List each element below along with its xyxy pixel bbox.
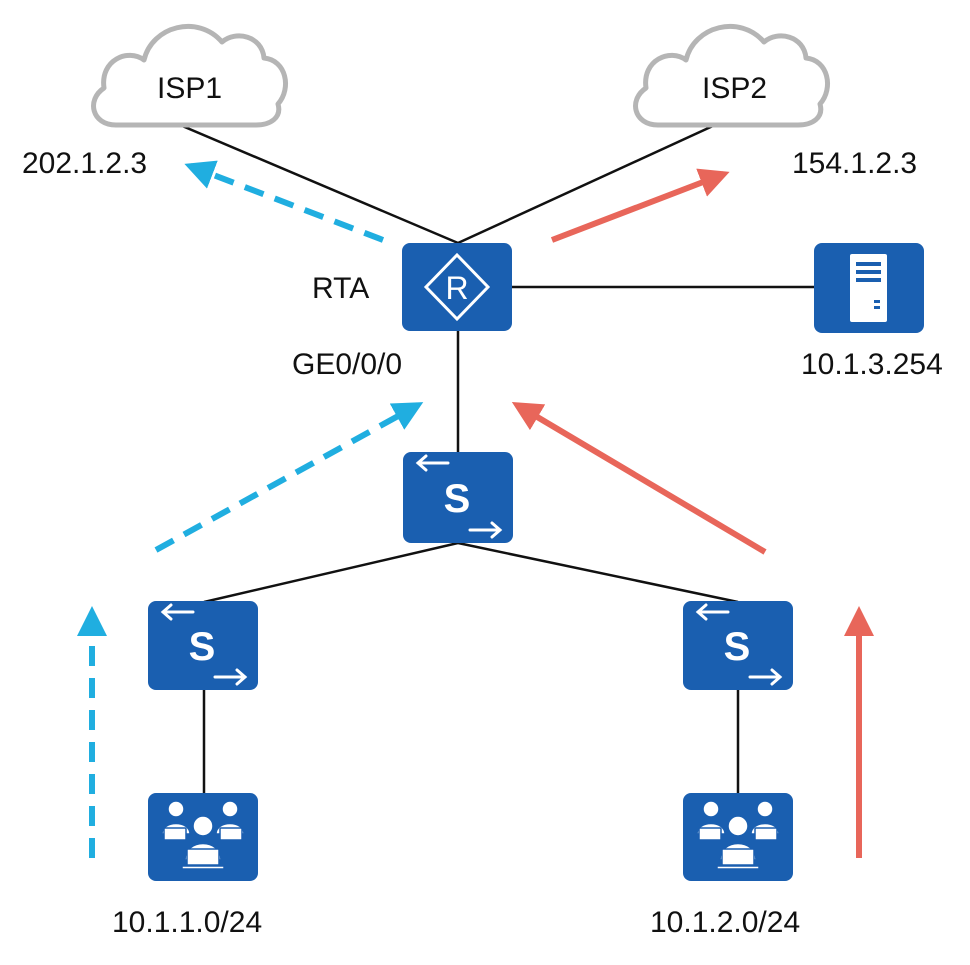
router-rta: R: [402, 243, 512, 331]
switch-icon: [695, 603, 783, 686]
router-label: RTA: [312, 272, 370, 305]
server-icon: [850, 254, 887, 322]
isp1-address: 202.1.2.3: [22, 147, 148, 180]
core-switch: S: [403, 452, 513, 543]
router-interface-label: GE0/0/0: [292, 348, 403, 381]
server-address: 10.1.3.254: [801, 348, 943, 381]
server-node: [814, 243, 924, 333]
flow-arrow: [154, 402, 424, 553]
subnet-left-label: 10.1.1.0/24: [112, 906, 263, 939]
users-left-node: [148, 793, 258, 881]
links: [179, 123, 814, 793]
cloud-icon: [633, 23, 830, 128]
link-core-left-switch: [203, 541, 459, 604]
flow-arrow: [184, 160, 385, 243]
link-isp1-rta: [179, 123, 459, 245]
switch-glyph: S: [189, 625, 216, 669]
isp1-cloud: [91, 23, 288, 128]
users-icon: [161, 800, 245, 870]
link-core-right-switch: [457, 541, 739, 604]
flow-arrow: [550, 168, 730, 243]
access-switch-right: S: [683, 601, 793, 690]
switch-glyph: S: [444, 477, 471, 521]
flow-left-to-isp1: [77, 160, 424, 858]
cloud-icon: [91, 23, 288, 128]
switch-icon: [415, 454, 503, 539]
switch-glyph: S: [724, 625, 751, 669]
svg-text:R: R: [445, 270, 468, 306]
access-switch-left: S: [148, 601, 258, 690]
isp2-label: ISP2: [702, 72, 768, 105]
subnet-right-label: 10.1.2.0/24: [650, 906, 801, 939]
isp2-cloud: [633, 23, 830, 128]
users-icon: [696, 800, 780, 870]
users-right-node: [683, 793, 793, 881]
switch-icon: [160, 603, 248, 686]
flow-arrow: [511, 401, 767, 555]
router-icon: R: [423, 252, 491, 322]
link-isp2-rta: [457, 123, 716, 245]
isp2-address: 154.1.2.3: [792, 147, 918, 180]
flow-right-to-isp2: [511, 168, 874, 858]
isp1-label: ISP1: [157, 72, 223, 105]
